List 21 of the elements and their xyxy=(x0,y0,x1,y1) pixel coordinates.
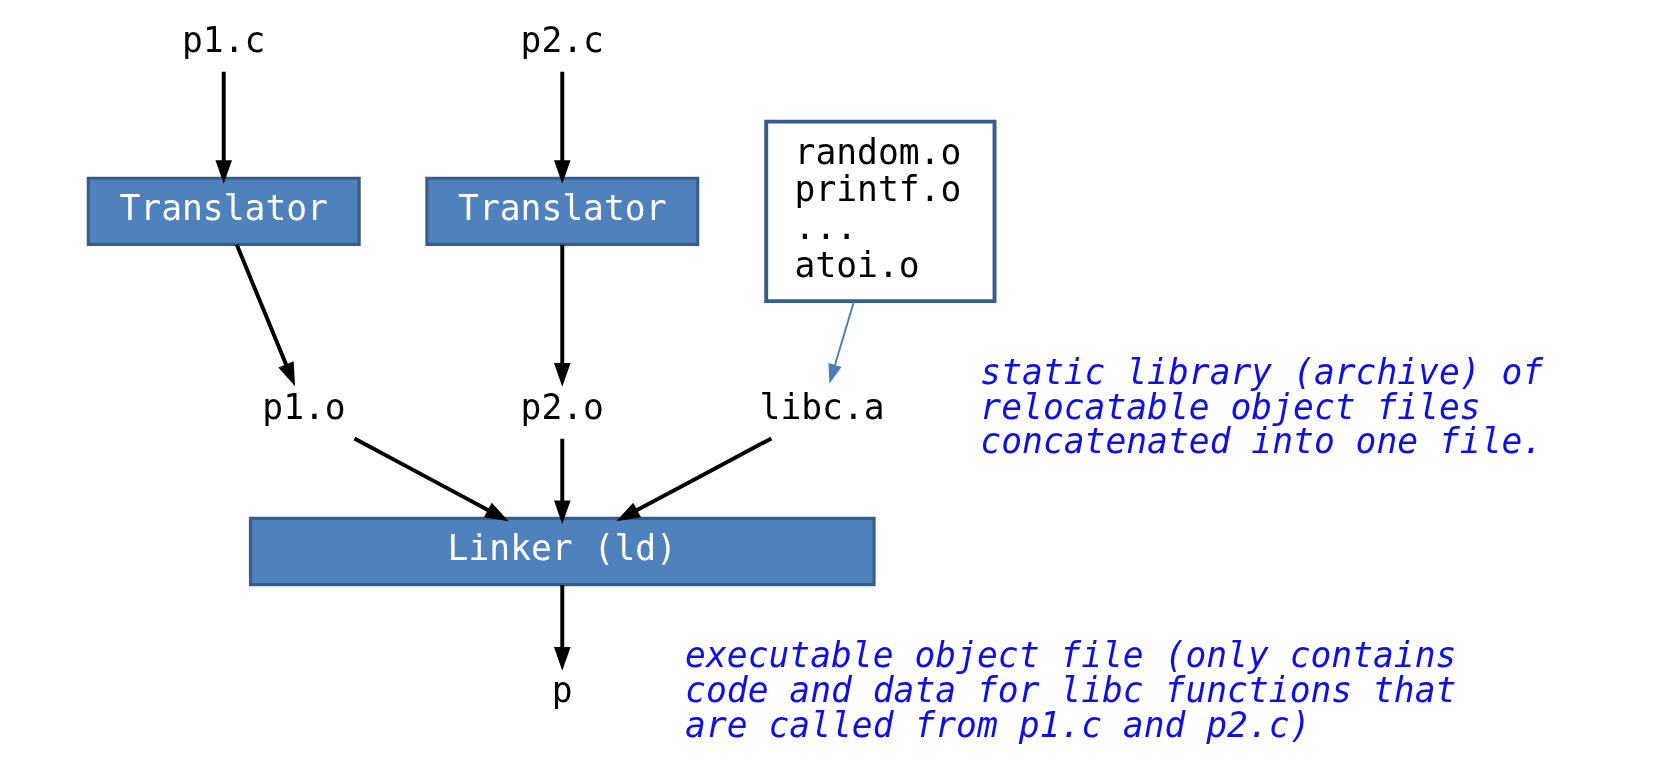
arrow xyxy=(827,300,855,384)
node-box: Linker (ld) xyxy=(248,516,876,587)
label: executable object file (only contains code and data for libc functions that are called from p1.c and p2.c) xyxy=(684,635,1456,745)
arrow xyxy=(553,71,571,184)
node-text: p1.c xyxy=(181,19,265,60)
node-box: Translator xyxy=(86,176,361,246)
arrow xyxy=(214,71,232,184)
label: static library (archive) of relocatable object files concatenated into one file. xyxy=(979,351,1543,462)
node-text: p1.o xyxy=(261,386,346,427)
node-box: Translator xyxy=(424,176,699,246)
arrow xyxy=(234,244,295,387)
node-box: random.o printf.o ... atoi.o xyxy=(763,119,996,304)
arrow xyxy=(553,438,571,525)
node-text: p2.c xyxy=(520,19,604,60)
node-text: p xyxy=(551,670,573,711)
arrow xyxy=(353,436,509,522)
node-text: p2.o xyxy=(520,386,604,427)
arrow xyxy=(615,436,772,522)
node-text: libc.a xyxy=(759,386,885,427)
arrow xyxy=(553,585,571,671)
arrow xyxy=(553,244,571,387)
